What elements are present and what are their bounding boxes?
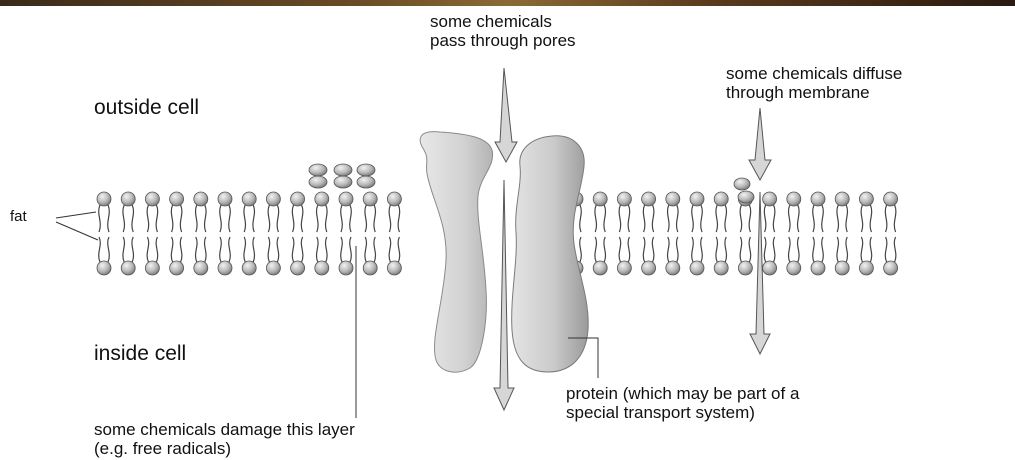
diffusing-molecule [734,178,750,190]
surface-molecule [309,164,327,176]
diffuse-arrow-in [749,108,771,180]
phospholipid [266,192,280,275]
phospholipid [363,192,377,275]
phospholipid [738,192,752,275]
channel-protein-left [420,132,493,372]
phospholipid [218,192,232,275]
pore-arrow-out [494,180,514,410]
surface-molecule [309,176,327,188]
outside-cell-label: outside cell [94,96,199,120]
phospholipid [617,192,631,275]
phospholipid [387,192,401,275]
phospholipid [242,192,256,275]
diffusing-molecule [738,191,754,203]
phospholipid [835,192,849,275]
fat-leader-upper [56,212,96,218]
surface-molecule [334,176,352,188]
phospholipid [170,192,184,275]
surface-molecule [357,164,375,176]
phospholipid [763,192,777,275]
phospholipid [315,192,329,275]
phospholipid [97,192,111,275]
phospholipid [194,192,208,275]
phospholipid [291,192,305,275]
protein-label: protein (which may be part of a special … [566,384,799,422]
phospholipid [666,192,680,275]
phospholipid [121,192,135,275]
phospholipid [714,192,728,275]
fat-leader-lower [56,222,98,240]
damage-label: some chemicals damage this layer (e.g. f… [94,420,355,458]
phospholipid [642,192,656,275]
surface-molecule [357,176,375,188]
surface-molecule [334,164,352,176]
pores-label: some chemicals pass through pores [430,12,576,50]
inside-cell-label: inside cell [94,342,186,366]
phospholipid [339,192,353,275]
phospholipid [811,192,825,275]
lipid-bilayer [97,192,898,275]
phospholipid [145,192,159,275]
phospholipid [859,192,873,275]
phospholipid [787,192,801,275]
phospholipid [690,192,704,275]
fat-label: fat [10,208,27,225]
phospholipid [593,192,607,275]
diffuse-label: some chemicals diffuse through membrane [726,64,902,102]
phospholipid [884,192,898,275]
channel-protein-right [512,136,589,372]
pore-arrow-in [495,68,517,162]
